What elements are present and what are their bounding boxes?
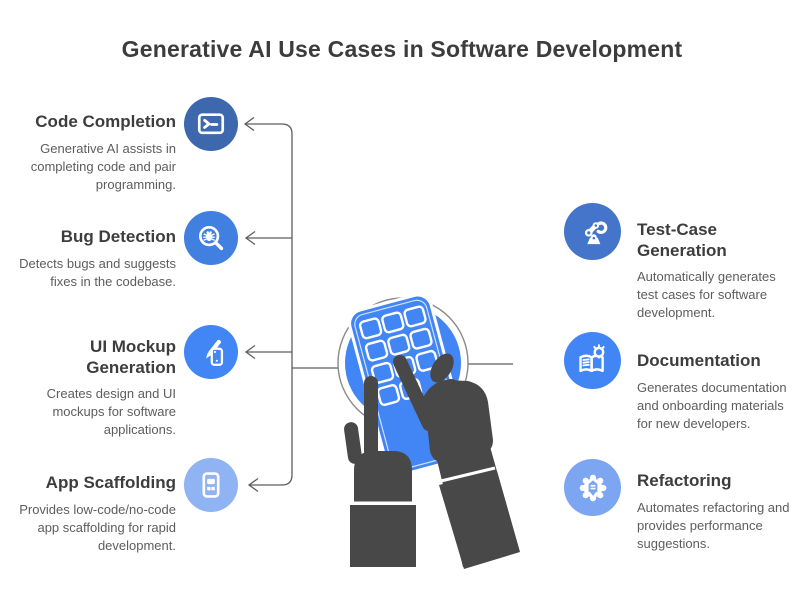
use-case-test-case-generation: Test-Case Generation Automatically gener…	[564, 203, 796, 322]
right-hand	[393, 353, 519, 567]
icon-circle	[184, 211, 238, 265]
terminal-icon	[197, 113, 225, 135]
robot-arm-icon	[584, 220, 607, 244]
illustration-blue-circle	[345, 305, 461, 421]
icon-circle	[564, 332, 621, 389]
use-case-description: Creates design and UI mockups for softwa…	[46, 386, 176, 438]
use-case-heading: Refactoring	[637, 471, 732, 490]
icon-circle	[564, 203, 621, 260]
page-title: Generative AI Use Cases in Software Deve…	[121, 36, 683, 62]
book-bulb-icon	[578, 343, 605, 372]
icon-circle	[184, 97, 238, 151]
use-case-bug-detection: Bug Detection Detects bugs and suggests …	[14, 211, 244, 291]
use-case-refactoring: Refactoring Automates refactoring and pr…	[564, 459, 796, 553]
phone-app-icon	[202, 472, 220, 498]
use-case-documentation: Documentation Generates documentation an…	[564, 332, 796, 433]
pen-phone-icon	[205, 339, 224, 366]
icon-circle	[564, 459, 621, 516]
icon-circle	[184, 458, 238, 512]
use-case-heading: Documentation	[637, 351, 761, 370]
left-sleeve	[350, 505, 416, 567]
use-case-heading: Test-Case Generation	[637, 220, 727, 260]
gear-pencil-icon	[579, 474, 606, 501]
use-case-heading: App Scaffolding	[45, 473, 176, 492]
use-case-description: Provides low-code/no-code app scaffoldin…	[19, 501, 176, 553]
use-case-heading: UI Mockup Generation	[86, 337, 176, 377]
use-case-description: Detects bugs and suggests fixes in the c…	[19, 255, 176, 289]
bug-magnifier-icon	[199, 226, 224, 251]
use-case-code-completion: Code Completion Generative AI assists in…	[14, 97, 244, 194]
hands-tapping-calculator-illustration	[337, 293, 520, 569]
icon-circle	[184, 325, 238, 379]
right-cuff-line	[440, 466, 496, 483]
calculator-keypad	[358, 305, 439, 407]
use-case-description: Automates refactoring and provides perfo…	[637, 499, 790, 551]
illustration-outline-circle	[337, 297, 469, 429]
use-case-description: Automatically generates test cases for s…	[637, 269, 776, 321]
right-sleeve	[439, 471, 520, 569]
calculator-device	[348, 293, 470, 477]
use-case-description: Generative AI assists in completing code…	[30, 140, 176, 192]
use-case-heading: Bug Detection	[60, 227, 176, 246]
use-case-heading: Code Completion	[35, 112, 176, 131]
use-case-ui-mockup-generation: UI Mockup Generation Creates design and …	[14, 325, 244, 439]
use-case-app-scaffolding: App Scaffolding Provides low-code/no-cod…	[14, 458, 244, 555]
use-case-description: Generates documentation and onboarding m…	[637, 379, 787, 431]
left-hand	[344, 376, 412, 502]
